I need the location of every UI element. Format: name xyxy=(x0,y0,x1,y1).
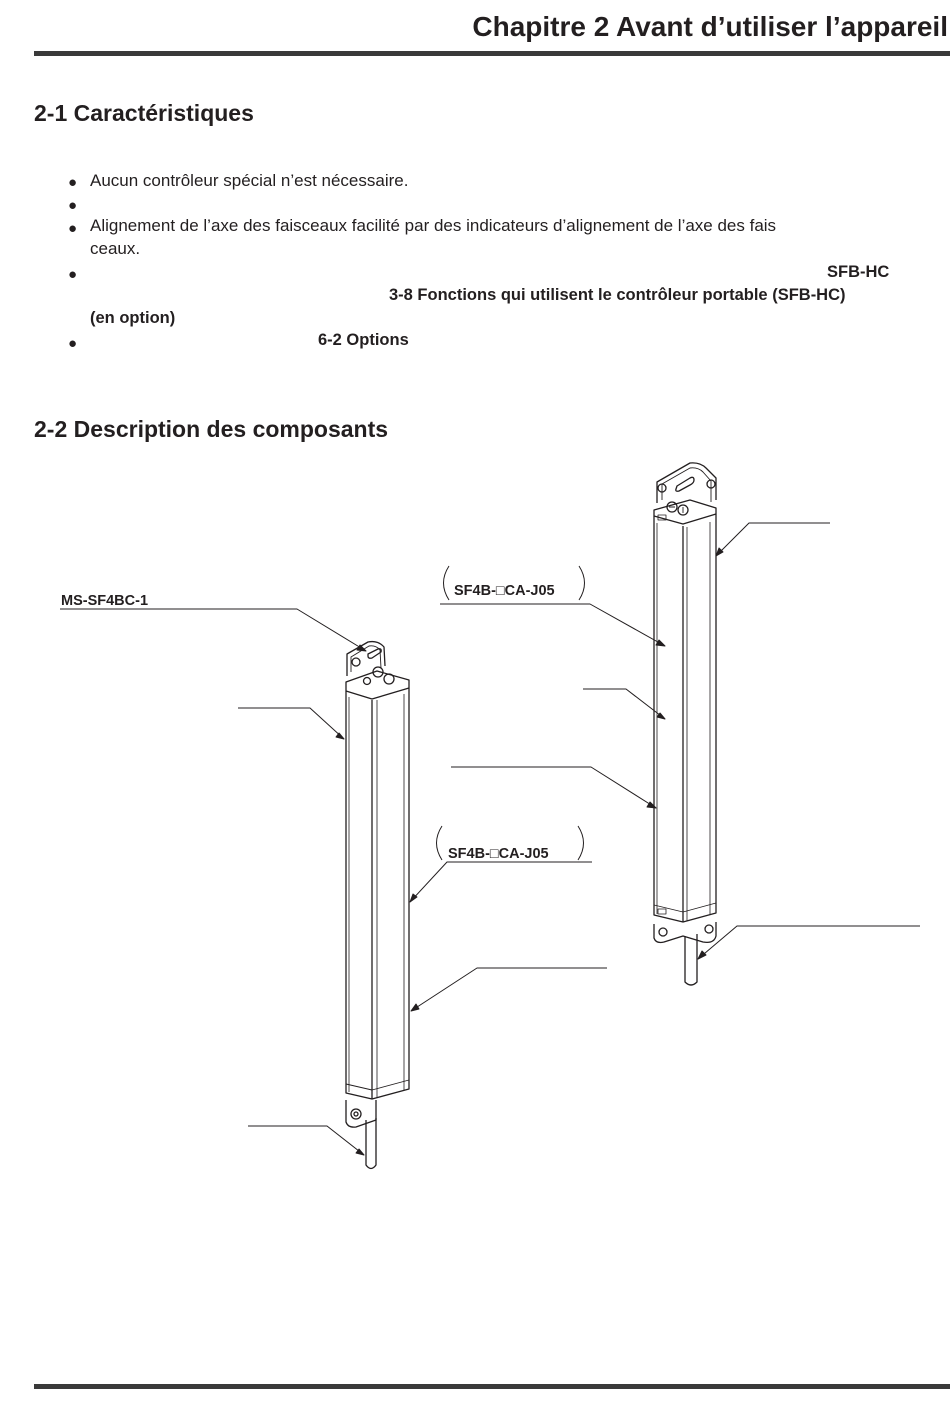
leader-lines xyxy=(60,522,920,1156)
right-sensor-illustration xyxy=(653,462,717,986)
feature-alignment-line1: Alignement de l’axe des faisceaux facili… xyxy=(90,216,777,235)
feature-alignment-line2: ceaux. xyxy=(90,239,141,258)
bullet-dot: ● xyxy=(68,266,78,283)
label-cable-right: SF4B-□CA-J05 xyxy=(454,583,555,599)
section-title-features: 2-1 Caractéristiques xyxy=(34,100,254,126)
ref-optional: (en option) xyxy=(90,309,176,327)
bullet-dot: ● xyxy=(68,335,78,352)
bullet-dot: ● xyxy=(68,174,78,191)
footer-rule xyxy=(34,1384,950,1389)
feature-no-controller: Aucun contrôleur spécial n’est nécessair… xyxy=(90,171,409,190)
ref-sfb-hc: SFB-HC xyxy=(827,263,890,281)
ref-section-3-8: 3-8 Fonctions qui utilisent le contrôleu… xyxy=(389,286,846,304)
ref-section-6-2: 6-2 Options xyxy=(318,331,409,349)
bullet-dot: ● xyxy=(68,220,78,237)
label-bracket-model: MS-SF4BC-1 xyxy=(61,593,148,609)
section-title-components: 2-2 Description des composants xyxy=(34,416,389,442)
left-sensor-illustration xyxy=(345,640,410,1170)
bullet-dot: ● xyxy=(68,197,78,214)
header-rule xyxy=(34,51,950,56)
chapter-title: Chapitre 2 Avant d’utiliser l’appareil xyxy=(472,11,948,42)
label-cable-left: SF4B-□CA-J05 xyxy=(448,846,549,862)
